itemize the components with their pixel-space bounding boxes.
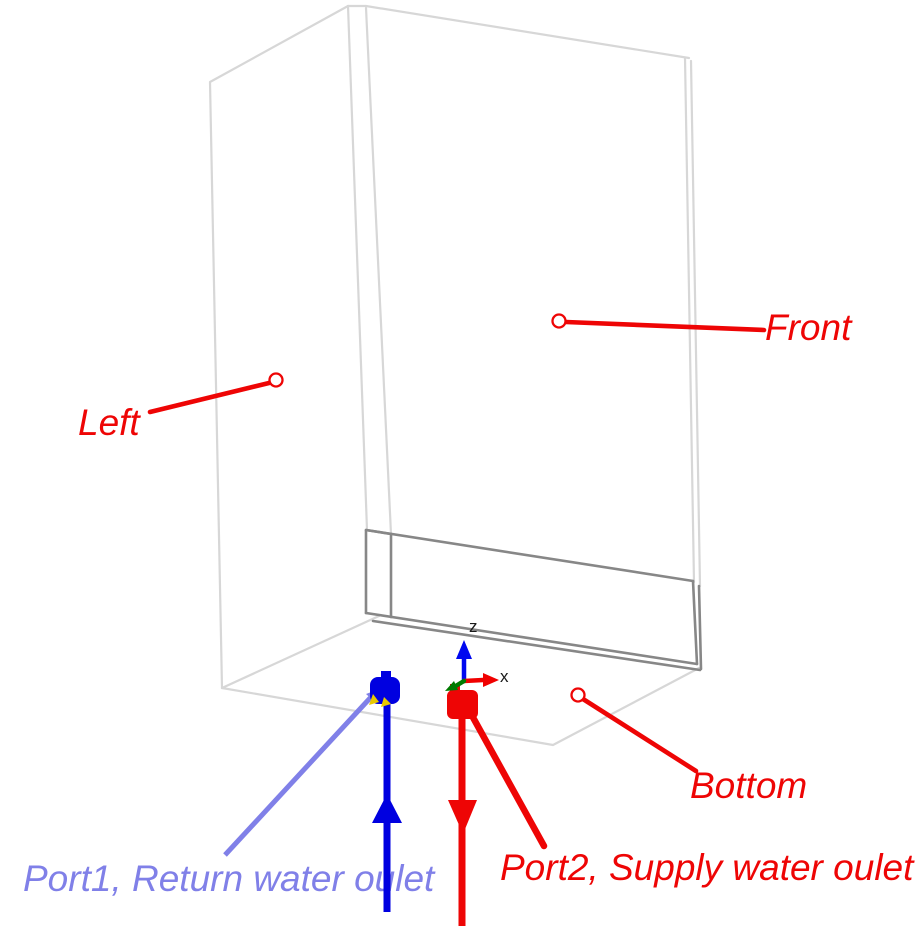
left-leader-line	[147, 380, 272, 415]
bottom-leader-line	[580, 696, 699, 774]
box-top-right-edge	[364, 4, 691, 60]
port2-label: Port2, Supply water oulet	[500, 847, 915, 888]
box-top-left-edge	[208, 4, 350, 690]
box-right-edge-outer	[683, 56, 696, 584]
port2-flow-arrow-down	[448, 800, 477, 834]
axis-z-label: z	[469, 617, 478, 636]
port2-leader-line	[466, 708, 548, 850]
port1-flow-arrow-up	[372, 794, 402, 823]
axis-x	[461, 673, 499, 687]
panel-bottom-edge-lower	[371, 619, 702, 672]
box-right-edge-inner	[689, 59, 702, 588]
bottom-label: Bottom	[690, 765, 807, 806]
axis-z-arrowhead	[456, 640, 472, 659]
front-attach-circle	[551, 313, 567, 329]
front-label: Front	[765, 307, 853, 348]
port2-body	[447, 690, 478, 719]
port1-body-notch	[381, 671, 391, 680]
axis-x-stem	[461, 677, 486, 684]
panel-right-edge-inner	[697, 584, 703, 671]
face-callouts	[147, 313, 767, 774]
axis-y	[445, 678, 467, 691]
port1-marker-left	[369, 694, 379, 705]
left-label: Left	[78, 402, 141, 443]
axis-x-label: x	[500, 667, 509, 686]
port1-label: Port1, Return water oulet	[23, 858, 436, 899]
panel-left-cap	[364, 528, 393, 615]
port2-assembly	[447, 684, 478, 926]
axis-z	[456, 640, 472, 684]
panel-right-edge-outer	[691, 579, 699, 666]
panel-top-edge	[364, 528, 695, 583]
axis-triad: z x	[445, 617, 509, 691]
cabinet-wireframe	[208, 4, 702, 747]
front-leader-line	[563, 319, 767, 333]
bottom-face-front-edges	[220, 666, 701, 747]
port1-frame-markers	[369, 694, 391, 707]
port1-leader-line	[223, 694, 374, 857]
port1-marker-right	[381, 697, 391, 707]
base-panel	[364, 528, 703, 672]
box-front-left-edge-outer	[346, 4, 369, 532]
axis-x-arrowhead	[483, 673, 499, 687]
bottom-face-left-edge	[220, 614, 381, 690]
axis-y-arrowhead	[445, 681, 458, 691]
box-front-left-edge-inner	[364, 6, 393, 536]
port1-assembly	[370, 671, 402, 912]
left-attach-circle	[268, 372, 284, 388]
bottom-attach-circle	[570, 687, 586, 703]
panel-bottom-edge-upper	[364, 611, 699, 666]
port1-body	[370, 677, 400, 704]
port1-leader	[223, 688, 382, 857]
